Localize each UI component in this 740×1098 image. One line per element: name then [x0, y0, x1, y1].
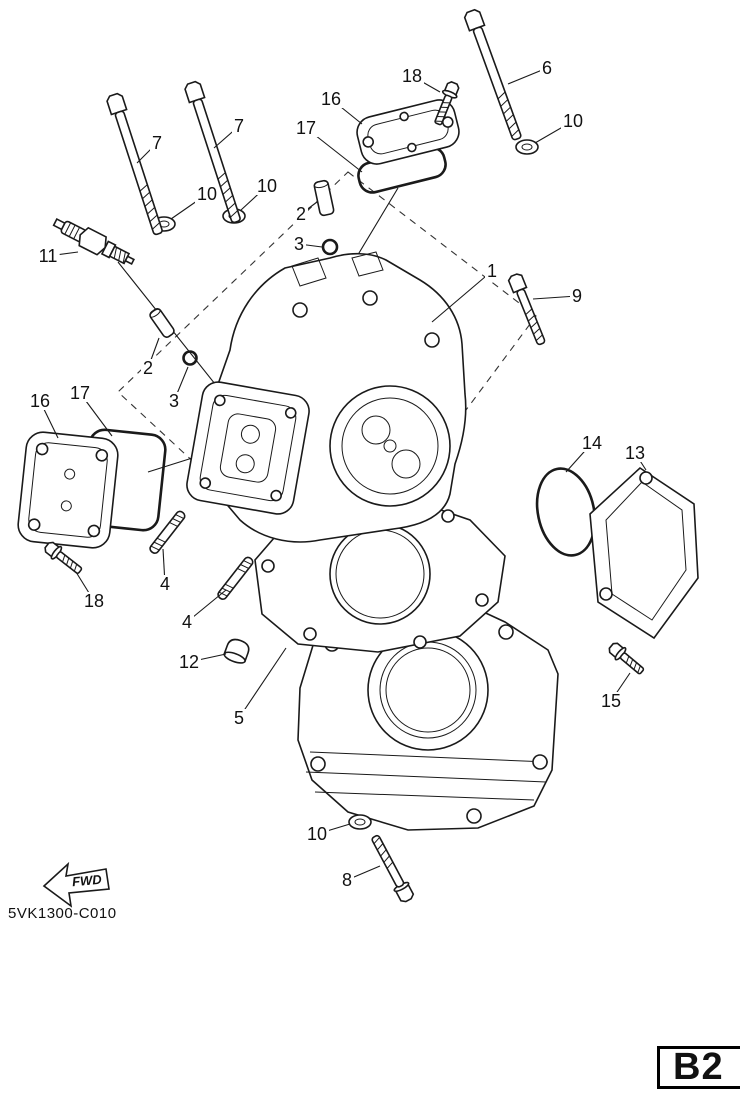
part-dowel-left [149, 308, 175, 338]
part-bolt-18-top [434, 81, 460, 126]
part-callout-9-13: 9 [569, 286, 585, 306]
fwd-arrow: FWD [42, 861, 110, 908]
part-callout-3-15: 3 [166, 391, 182, 411]
part-hex-cover [589, 466, 699, 640]
part-callout-11-11: 11 [36, 246, 60, 266]
part-callout-13-19: 13 [622, 443, 648, 463]
part-callout-10-6: 10 [560, 111, 586, 131]
part-callout-16-2: 16 [318, 89, 344, 109]
diagram-code: 5VK1300-C010 [8, 905, 117, 922]
part-spark-plug [52, 218, 135, 266]
fwd-label: FWD [71, 872, 102, 890]
part-callout-18-0: 18 [399, 66, 425, 86]
part-clip-top [321, 238, 339, 256]
part-callout-6-1: 6 [539, 58, 555, 78]
part-callout-14-18: 14 [579, 433, 605, 453]
part-bolt-15 [608, 642, 645, 675]
part-bolt-7-right [184, 80, 241, 224]
part-bolt-9 [507, 273, 546, 346]
part-callout-5-25: 5 [231, 708, 247, 728]
part-dowel-top [313, 179, 335, 217]
part-cylinder-block [297, 597, 559, 831]
part-callout-8-27: 8 [339, 870, 355, 890]
part-cylinder-head [186, 251, 467, 543]
part-washer-top-right [515, 139, 539, 155]
page-badge-label: B2 [673, 1046, 724, 1088]
part-clip-left [182, 350, 198, 366]
part-callout-7-4: 7 [231, 116, 247, 136]
page-badge: B2 [657, 1046, 740, 1089]
part-valve-cover-left [17, 431, 119, 549]
part-callout-10-26: 10 [304, 824, 330, 844]
part-callout-10-7: 10 [254, 176, 280, 196]
part-bolt-18-left [44, 541, 83, 574]
part-callout-2-14: 2 [140, 358, 156, 378]
part-callout-15-24: 15 [598, 691, 624, 711]
part-bolt-7-left [106, 92, 163, 236]
part-callout-10-8: 10 [194, 184, 220, 204]
part-callout-17-17: 17 [67, 383, 93, 403]
part-callout-12-23: 12 [176, 652, 202, 672]
part-callout-3-10: 3 [291, 234, 307, 254]
part-stud-upper [149, 510, 186, 554]
part-cover-oring [535, 467, 597, 557]
part-callout-7-5: 7 [149, 133, 165, 153]
part-callout-18-21: 18 [81, 591, 107, 611]
part-callout-16-16: 16 [27, 391, 53, 411]
part-bolt-6 [463, 8, 522, 141]
part-washer-bottom [348, 814, 372, 830]
part-callout-4-20: 4 [157, 574, 173, 594]
part-callout-2-9: 2 [293, 204, 309, 224]
part-bolt-8 [371, 834, 415, 903]
part-callout-17-3: 17 [293, 118, 319, 138]
part-callout-1-12: 1 [484, 261, 500, 281]
part-callout-4-22: 4 [179, 612, 195, 632]
